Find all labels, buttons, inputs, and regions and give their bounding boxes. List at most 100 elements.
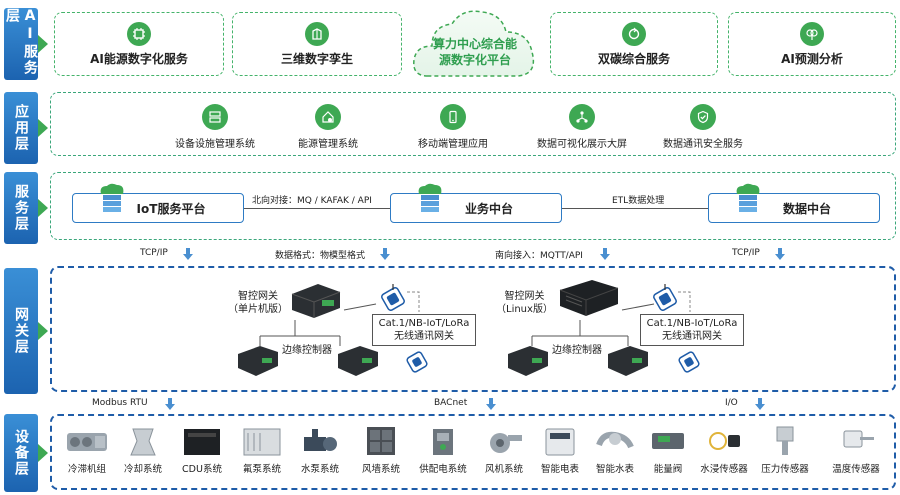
device-water-meter: 智能水表 xyxy=(585,425,645,475)
app-layer-frame xyxy=(50,92,896,156)
down-arrow-icon xyxy=(775,248,785,260)
app-item-mobile: 移动端管理应用 xyxy=(393,104,513,150)
device-label: CDU系统 xyxy=(182,464,222,475)
layer-arrow-app xyxy=(38,119,48,137)
device-label: 水浸传感器 xyxy=(700,464,748,475)
proto-label: TCP/IP xyxy=(140,248,168,258)
device-label: 水泵系统 xyxy=(300,464,339,475)
edge-controller-left-label: 边缘控制器 xyxy=(282,345,332,356)
building-3d-icon xyxy=(305,21,329,46)
wireless-sensor-icon xyxy=(406,351,428,373)
ai-card-label: AI能源数字化服务 xyxy=(90,51,188,66)
cloud-title-line2: 源数字化平台 xyxy=(438,53,511,67)
layer-tab-svc: 服务层 xyxy=(4,172,38,244)
down-arrow-icon xyxy=(486,398,496,410)
device-water-pump: 水泵系统 xyxy=(290,425,350,475)
device-water-leak: 水浸传感器 xyxy=(694,425,754,475)
device-chiller: 冷滞机组 xyxy=(57,425,117,475)
app-item-label: 数据通讯安全服务 xyxy=(663,139,743,150)
device-label: 能量阀 xyxy=(653,464,683,475)
app-item-label: 设备设施管理系统 xyxy=(175,139,255,150)
device-fan: 风机系统 xyxy=(474,425,534,475)
wireless-line1: Cat.1/NB-IoT/LoRa xyxy=(646,318,738,329)
device-temperature: 温度传感器 xyxy=(826,425,886,475)
device-power-dist: 供配电系统 xyxy=(413,425,473,475)
device-fan-wall: 风墙系统 xyxy=(351,425,411,475)
cloud-platform-icon xyxy=(413,10,535,77)
down-arrow-icon xyxy=(165,398,175,410)
ai-card-energy: AI能源数字化服务 xyxy=(54,12,224,76)
layer-tab-dev: 设备层 xyxy=(4,414,38,492)
link-line xyxy=(562,208,708,209)
edge-controller-icon xyxy=(608,346,648,376)
gw-title-line1: 智控网关 xyxy=(238,291,278,302)
device-pressure: 压力传感器 xyxy=(755,425,815,475)
gateway-device-icon xyxy=(291,284,341,318)
device-label: 冷滞机组 xyxy=(67,464,106,475)
server-rack-icon xyxy=(202,104,228,130)
cloud-server-icon xyxy=(736,183,760,212)
cloud-platform-title: 算力中心综合能 源数字化平台 xyxy=(418,36,532,68)
device-fluorine-pump: 氟泵系统 xyxy=(232,425,292,475)
app-item-energy: 能源管理系统 xyxy=(268,104,388,150)
layer-arrow-dev xyxy=(38,444,48,462)
cloud-server-icon xyxy=(100,183,124,212)
device-label: 风墙系统 xyxy=(361,464,400,475)
device-label: 智能水表 xyxy=(595,464,634,475)
app-item-dashboard: 数据可视化展示大屏 xyxy=(522,104,642,150)
platform-label: 业务中台 xyxy=(464,201,513,216)
ai-card-label: 三维数字孪生 xyxy=(280,51,353,66)
down-arrow-icon xyxy=(380,248,390,260)
wireless-gateway-right-box: Cat.1/NB-IoT/LoRa 无线通讯网关 xyxy=(640,314,744,346)
ai-chip-icon xyxy=(127,21,151,46)
device-label: 智能电表 xyxy=(540,464,579,475)
layer-tab-ai: AI服务层 xyxy=(4,8,38,80)
cooling-tower-icon xyxy=(130,428,156,456)
device-energy-valve: 能量阀 xyxy=(638,425,698,475)
ai-card-twin: 三维数字孪生 xyxy=(232,12,402,76)
device-label: 供配电系统 xyxy=(419,464,467,475)
gateway-connector-lines xyxy=(259,303,377,346)
gateway-right-title: 智控网关 （Linux版） xyxy=(496,290,553,316)
wireless-gateway-left-box: Cat.1/NB-IoT/LoRa 无线通讯网关 xyxy=(372,314,476,346)
fan-blower-icon xyxy=(490,433,522,453)
wireless-line2: 无线通讯网关 xyxy=(662,331,722,342)
proto-label: BACnet xyxy=(434,398,468,408)
power-distribution-icon xyxy=(433,429,453,455)
layer-arrow-svc xyxy=(38,199,48,217)
wireless-sensor-icon xyxy=(678,351,700,373)
edge-controller-icon xyxy=(338,346,378,376)
app-item-facility: 设备设施管理系统 xyxy=(155,104,275,150)
chiller-icon xyxy=(67,433,107,451)
edge-controller-icon xyxy=(238,346,278,376)
layer-tab-app: 应用层 xyxy=(4,92,38,164)
water-leak-sensor-icon xyxy=(709,432,740,450)
app-item-label: 移动端管理应用 xyxy=(418,139,488,150)
platform-label: IoT服务平台 xyxy=(136,201,206,216)
device-label: 冷却系统 xyxy=(123,464,162,475)
dev-layer-frame xyxy=(50,414,896,490)
edge-controller-right-label: 边缘控制器 xyxy=(552,345,602,356)
device-label: 风机系统 xyxy=(484,464,523,475)
energy-valve-icon xyxy=(652,433,684,449)
proto-label: I/O xyxy=(725,398,738,408)
gw-title-line2: （Linux版） xyxy=(496,304,553,315)
wireless-gateway-icon xyxy=(381,284,405,311)
layer-arrow-gw xyxy=(38,322,48,340)
carbon-cycle-icon xyxy=(622,21,646,46)
device-cooling: 冷却系统 xyxy=(113,425,173,475)
gateway-linux-device-icon xyxy=(559,280,619,316)
cdu-icon xyxy=(184,429,220,455)
brain-icon xyxy=(800,21,824,46)
wireless-line2: 无线通讯网关 xyxy=(394,331,454,342)
device-label: 氟泵系统 xyxy=(242,464,281,475)
layer-tab-gw: 网关层 xyxy=(4,268,38,394)
pressure-sensor-icon xyxy=(776,426,794,455)
network-screen-icon xyxy=(569,104,595,130)
cloud-server-icon xyxy=(418,183,442,212)
water-meter-icon xyxy=(596,431,634,449)
layer-arrow-ai xyxy=(38,35,48,53)
device-electric-meter: 智能电表 xyxy=(530,425,590,475)
ai-card-label: AI预测分析 xyxy=(781,51,843,66)
svc-layer-frame xyxy=(50,172,896,240)
